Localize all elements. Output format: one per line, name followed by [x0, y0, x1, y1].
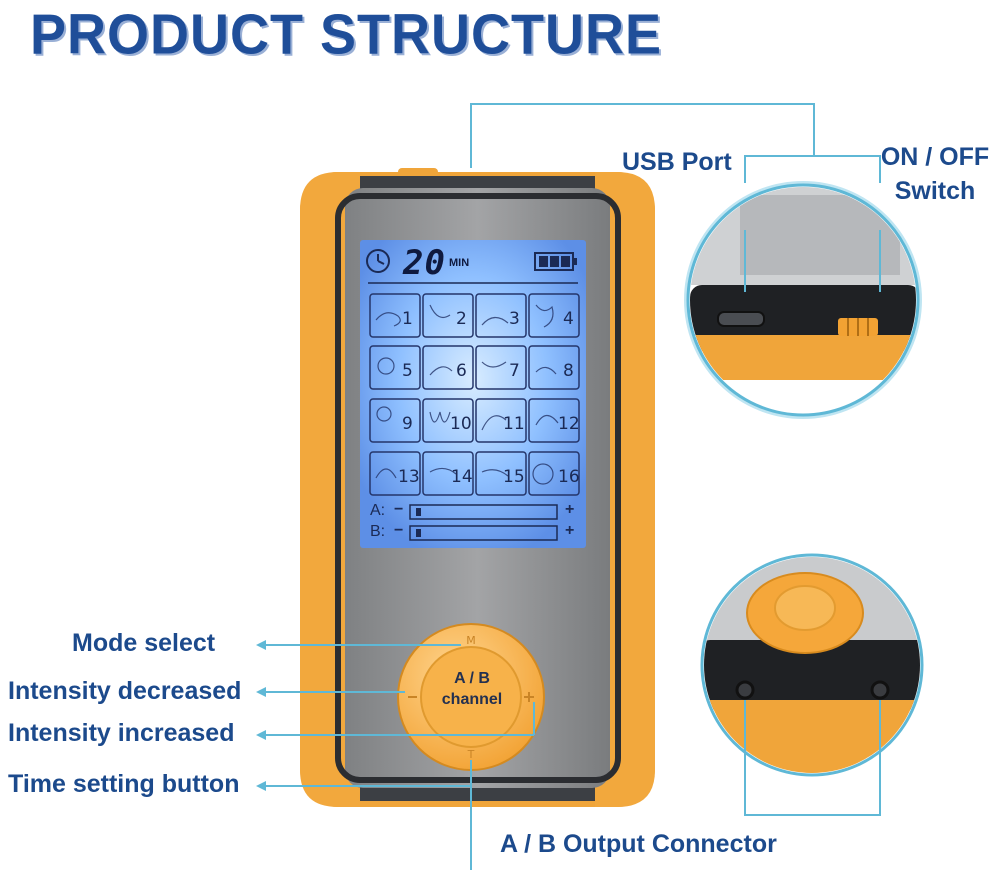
channel-a-plus: +: [565, 501, 575, 518]
time-setting-label: Time setting button: [8, 770, 240, 798]
channel-a-label: A:: [370, 502, 386, 519]
channel-b-plus: +: [565, 522, 575, 539]
mode-number: 1: [402, 309, 413, 329]
mode-number: 10: [450, 414, 472, 434]
ab-channel-line1: A / B: [454, 670, 490, 687]
intensity-increased-label: Intensity increased: [8, 719, 235, 747]
timer-unit: MIN: [449, 257, 470, 269]
output-connector-label: A / B Output Connector: [500, 830, 777, 858]
mode-number: 3: [509, 309, 520, 329]
svg-text:T: T: [467, 748, 475, 761]
on-off-line2: Switch: [894, 177, 976, 205]
mode-select-label: Mode select: [72, 629, 216, 657]
channel-b-minus: −: [394, 522, 404, 539]
mode-number: 4: [563, 309, 574, 329]
channel-b-label: B:: [370, 523, 386, 540]
intensity-decreased-label: Intensity decreased: [8, 677, 242, 705]
mode-number: 5: [402, 361, 413, 381]
mode-number: 7: [509, 361, 520, 381]
on-off-switch-label: ON / OFF Switch: [875, 140, 995, 208]
mode-number: 15: [503, 467, 525, 487]
mode-number: 9: [402, 414, 413, 434]
ab-channel-button: A / B channel: [425, 668, 519, 710]
mode-number: 8: [563, 361, 574, 381]
mode-number: 6: [456, 361, 467, 381]
on-off-line1: ON / OFF: [880, 143, 990, 171]
mode-number: 2: [456, 309, 467, 329]
mode-number: 11: [503, 414, 525, 434]
mode-number: 13: [398, 467, 420, 487]
mode-number: 14: [451, 467, 473, 487]
timer-value: 20: [403, 243, 446, 283]
page-title: PRODUCT STRUCTURE: [30, 3, 662, 67]
mode-number: 12: [558, 414, 580, 434]
mode-number: 16: [558, 467, 580, 487]
ab-channel-line2: channel: [441, 691, 503, 708]
usb-port-label: USB Port: [622, 148, 732, 176]
svg-text:M: M: [466, 634, 476, 647]
channel-a-minus: −: [394, 501, 404, 518]
